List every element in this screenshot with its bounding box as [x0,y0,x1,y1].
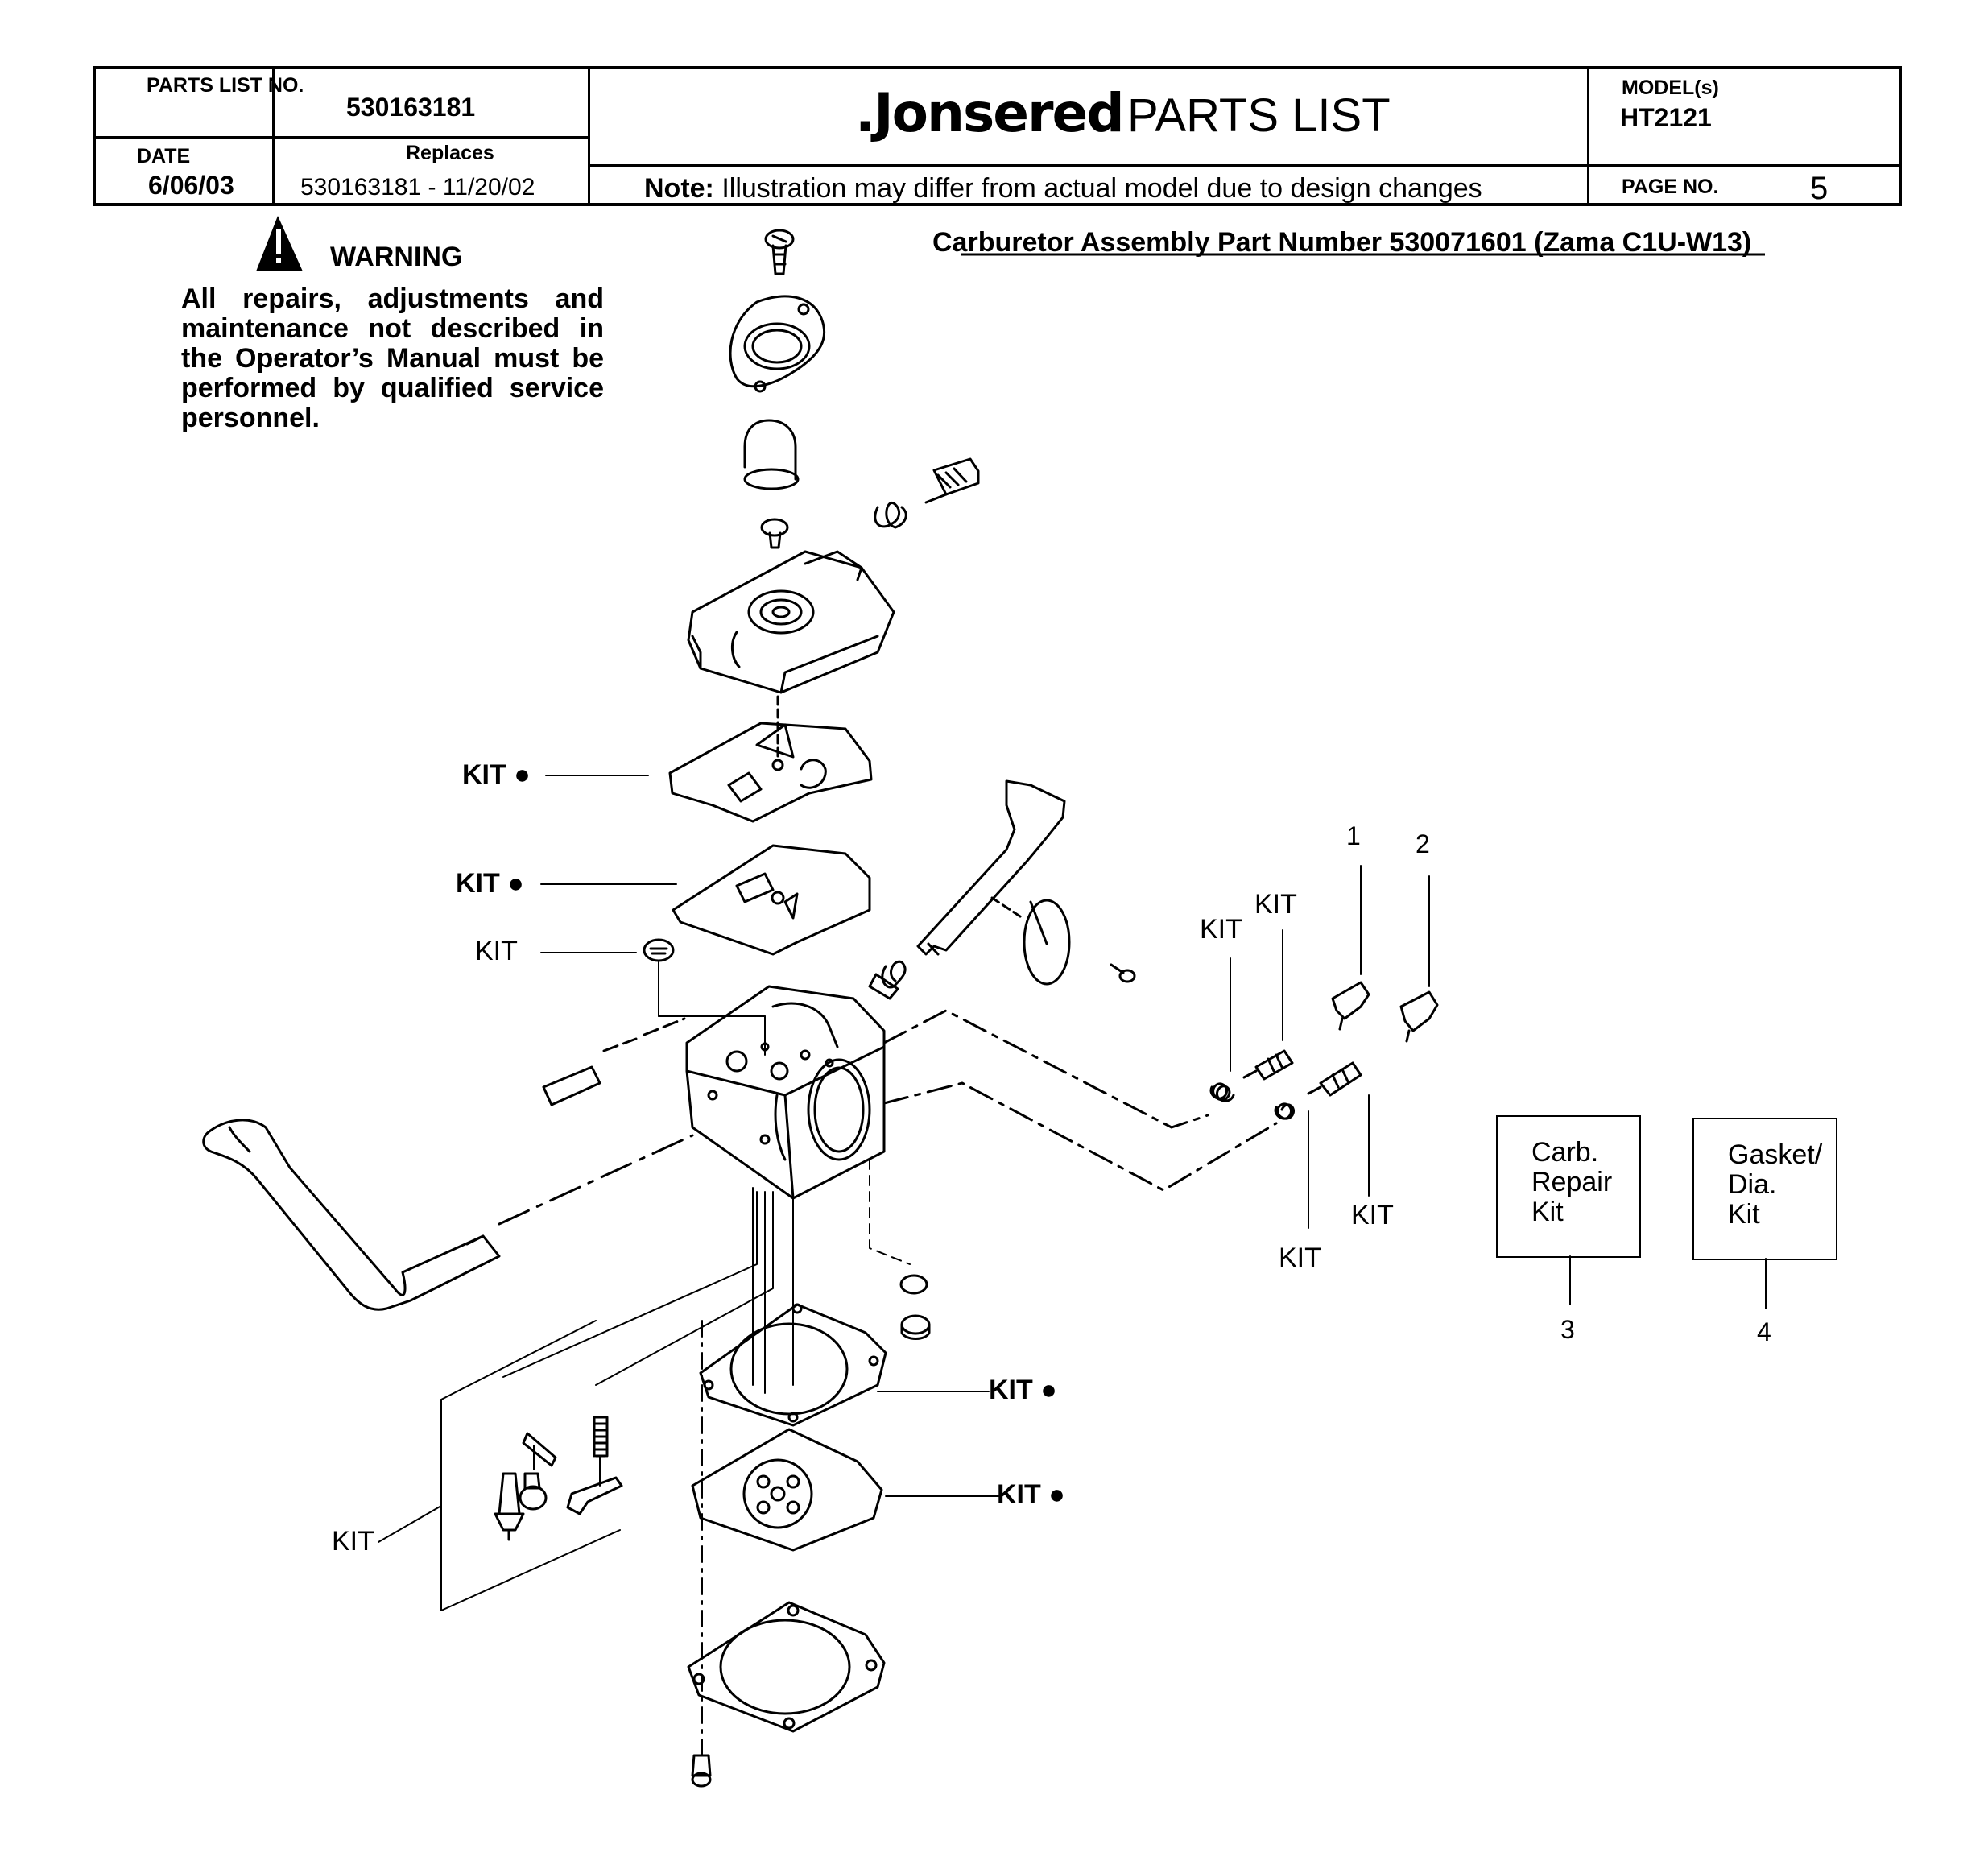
throttle-screw-part [1110,963,1136,983]
callout-number-1: 1 [1346,821,1361,850]
note-text: Illustration may differ from actual mode… [721,173,1482,204]
parts-list-no: 530163181 [346,93,476,122]
callout-number-3: 3 [1560,1315,1575,1344]
replaces-label: Replaces [406,142,494,164]
note-label: Note: [644,173,714,204]
kit-callout-metering-diaphragm: KIT ● [456,868,524,899]
metering-cover-part [687,550,895,694]
callout-number-4: 4 [1757,1317,1771,1346]
callout-number-2: 2 [1416,829,1430,858]
model-value: HT2121 [1620,103,1712,132]
date-label: DATE [137,145,191,167]
needle-spring-part [1209,1082,1235,1102]
cover-screw-part [760,518,789,549]
page-title: PARTS LIST [1127,89,1391,142]
kit-callout-high-needle: KIT [1254,889,1297,920]
page-no-label: PAGE NO. [1622,176,1719,198]
primer-bulb-part [743,419,800,490]
kit-box-line: Gasket/ [1728,1139,1823,1170]
models-label: MODEL(s) [1622,76,1719,99]
pump-cover-part [687,1601,886,1733]
kit-box-line: Dia. [1728,1169,1777,1200]
gasket-dia-kit-box: Gasket/ Dia. Kit [1692,1118,1837,1260]
warning-text: All repairs, adjustments and maintenance… [181,283,604,433]
divider [1587,69,1589,203]
divider [588,69,590,203]
kit-box-line: Repair [1531,1167,1613,1197]
carburetor-body-part [685,985,886,1200]
kit-callout-low-needle: KIT [1351,1200,1394,1230]
kit-box-line: Kit [1531,1197,1564,1227]
assembly-title: Carburetor Assembly Part Number 53007160… [932,227,1752,258]
low-needle-part [1307,1061,1362,1097]
limiter-cap-2-part [1399,990,1439,1043]
kit-box-line: Carb. [1531,1137,1599,1168]
fulcrum-pin-part [522,1432,557,1467]
warning-heading: WARNING [330,242,463,272]
bottom-screw-part [691,1754,712,1788]
inlet-control-lever-part [566,1476,623,1515]
kit-callout-metering-gasket: KIT ● [462,759,531,790]
pump-gasket-part [699,1303,887,1427]
date-value: 6/06/03 [148,171,234,200]
kit-callout-pump-diaphragm: KIT ● [997,1479,1065,1510]
cover-plate-part [729,295,826,393]
parts-list-header [93,66,1902,206]
pin-part [542,1065,601,1106]
metering-spring-part [593,1416,609,1458]
divider [1587,164,1902,167]
throttle-shaft-part [868,779,1066,1000]
pump-diaphragm-part [691,1428,883,1552]
replaces-value: 530163181 - 11/20/02 [300,174,535,201]
fuel-screen-part [899,1274,931,1340]
inlet-needle-part [494,1472,525,1541]
page-no-value: 5 [1810,171,1829,206]
kit-callout-spring: KIT [1200,914,1242,945]
kit-callout-inlet-screen: KIT [475,936,518,966]
fulcrum-screw-part [519,1472,548,1511]
throttle-lever-part [202,1119,501,1311]
limiter-cap-1-part [1331,981,1370,1031]
carb-repair-kit-box: Carb. Repair Kit [1496,1115,1641,1258]
metering-diaphragm-part [672,844,871,956]
needle-spring-part [1274,1102,1295,1120]
parts-list-no-label: PARTS LIST NO. [147,74,304,97]
kit-box-line: Kit [1728,1199,1760,1230]
throttle-plate-part [990,896,1071,986]
divider [96,136,589,139]
top-screw-part [764,229,795,275]
high-needle-part [1242,1049,1294,1081]
brand-logo: .Jonsered [855,82,1125,144]
adjust-needle-part [874,457,980,529]
kit-callout-spring-lower: KIT [1279,1243,1321,1273]
divider [588,164,1902,167]
kit-callout-pump-gasket: KIT ● [989,1375,1057,1405]
inlet-screen-part [643,938,675,962]
warning-triangle-icon [256,216,303,271]
metering-gasket-part [668,722,873,823]
kit-callout-inlet-parts: KIT [332,1526,374,1557]
